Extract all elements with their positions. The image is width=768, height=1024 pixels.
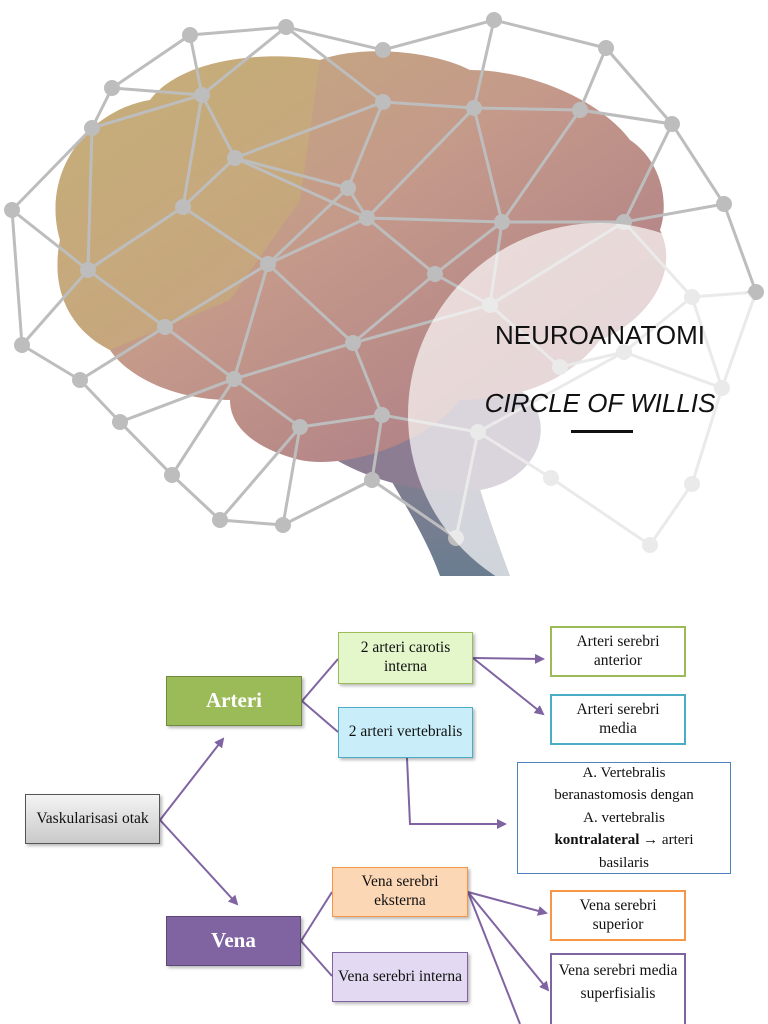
node-arteri-serebri-anterior: Arteri serebri anterior	[550, 626, 686, 677]
anastomosis-line-3: A. vertebralis	[583, 809, 665, 826]
brain-network-illustration	[4, 12, 768, 576]
node-arteri: Arteri	[166, 676, 302, 726]
node-arteri-vertebralis: 2 arteri vertebralis	[338, 707, 473, 758]
vascularization-diagram: Vaskularisasi otak Arteri Vena 2 arteri …	[0, 576, 768, 1024]
node-carotis-interna-label: 2 arteri carotis interna	[360, 639, 451, 675]
connector-carotis-anterior	[472, 653, 545, 664]
connector-carotis-media	[472, 657, 545, 716]
connector-arteri-carotis	[301, 658, 339, 702]
connector-eksterna-media	[467, 891, 550, 992]
node-vena-label: Vena	[211, 928, 256, 953]
node-arteri-serebri-media: Arteri serebri media	[550, 694, 686, 745]
node-vena-serebri-interna: Vena serebri interna	[332, 952, 468, 1002]
anastomosis-line-1: A. Vertebralis	[582, 764, 666, 781]
node-vena-serebri-interna-label: Vena serebri interna	[338, 967, 462, 985]
anastomosis-line-2: beranastomosis dengan	[554, 787, 694, 804]
anastomosis-line-5: basilaris	[599, 854, 649, 871]
node-vena-serebri-media-superfisialis: Vena serebri media superfisialis	[550, 953, 686, 1024]
connector-root-vena	[159, 819, 239, 906]
connector-eksterna-superior	[467, 891, 548, 916]
connector-vena-interna	[300, 940, 333, 977]
node-arteri-serebri-anterior-label: Arteri serebri anterior	[576, 632, 660, 669]
node-arteri-vertebralis-label: 2 arteri vertebralis	[348, 723, 463, 741]
node-vena-serebri-eksterna: Vena serebri eksterna	[332, 867, 468, 917]
node-vena-serebri-eksterna-label: Vena serebri eksterna	[361, 873, 439, 909]
anastomosis-bold-word: kontralateral	[554, 832, 640, 849]
node-carotis-interna: 2 arteri carotis interna	[338, 632, 473, 684]
connector-vertebralis-anastomosis	[406, 757, 507, 829]
title-underline	[571, 430, 633, 433]
node-vaskularisasi-otak-label: Vaskularisasi otak	[36, 809, 149, 827]
node-vaskularisasi-otak: Vaskularisasi otak	[25, 794, 160, 844]
node-vena-serebri-superior-label: Vena serebri superior	[579, 896, 657, 933]
node-arteri-serebri-media-label: Arteri serebri media	[576, 700, 660, 737]
title-circle	[408, 223, 768, 576]
subtitle-circle-of-willis: CIRCLE OF WILLIS	[484, 388, 716, 418]
title-neuroanatomi: NEUROANATOMI	[495, 320, 705, 350]
node-vena-serebri-superior: Vena serebri superior	[550, 890, 686, 941]
connector-eksterna-offpage	[467, 891, 521, 1024]
title-slide: NEUROANATOMI CIRCLE OF WILLIS	[4, 12, 768, 576]
anastomosis-line-4: kontralateral → arteri	[554, 829, 694, 852]
node-vena-serebri-media-superfisialis-label: Vena serebri media superfisialis	[558, 962, 678, 1003]
connector-arteri-vertebralis	[301, 700, 339, 733]
connector-vena-eksterna	[300, 891, 333, 942]
diagram-connectors	[159, 653, 550, 1024]
connector-root-arteri	[159, 737, 225, 821]
node-arteri-label: Arteri	[206, 688, 262, 713]
node-vena: Vena	[166, 916, 301, 966]
node-anastomosis-note: A. Vertebralis beranastomosis dengan A. …	[517, 762, 731, 874]
anastomosis-arrow-text: → arteri	[643, 832, 694, 849]
